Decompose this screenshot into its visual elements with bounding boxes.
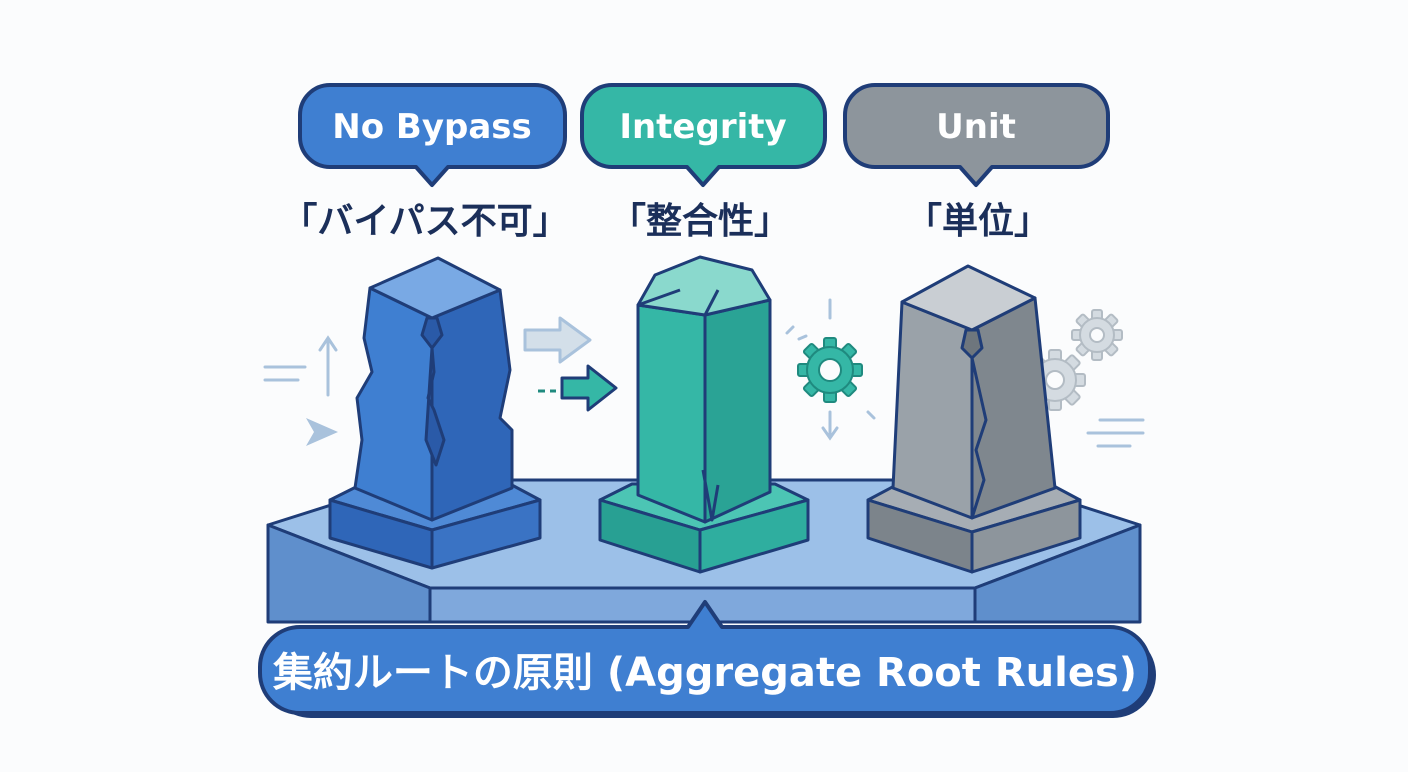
decor-right-lines [1086, 418, 1145, 448]
footer-title: 集約ルートの原則 (Aggregate Root Rules) [272, 650, 1137, 696]
decor-left [263, 335, 338, 446]
gear-icon [797, 337, 863, 403]
arrow-down-icon [821, 410, 839, 441]
caption-no-bypass: 「バイパス不可」 [281, 201, 568, 242]
pillar-unit [866, 264, 1082, 574]
decor-sparkles [785, 298, 876, 441]
play-triangle-icon [306, 418, 338, 446]
footer-banner: 集約ルートの原則 (Aggregate Root Rules) [258, 600, 1156, 718]
label-unit: Unit [843, 83, 1110, 187]
label-integrity-text: Integrity [619, 107, 786, 147]
arrow-up-icon [318, 335, 338, 397]
caption-integrity: 「整合性」 [610, 201, 790, 242]
label-integrity: Integrity [580, 83, 827, 187]
label-no-bypass-text: No Bypass [332, 107, 531, 147]
arrow-right-icon [538, 364, 618, 412]
label-unit-text: Unit [936, 107, 1016, 147]
caption-unit: 「単位」 [906, 201, 1050, 242]
gear-icon [1071, 309, 1123, 361]
label-no-bypass: No Bypass [298, 83, 567, 187]
pillar-no-bypass [328, 256, 542, 570]
arrow-right-icon [523, 316, 592, 364]
pillar-integrity [598, 255, 810, 574]
